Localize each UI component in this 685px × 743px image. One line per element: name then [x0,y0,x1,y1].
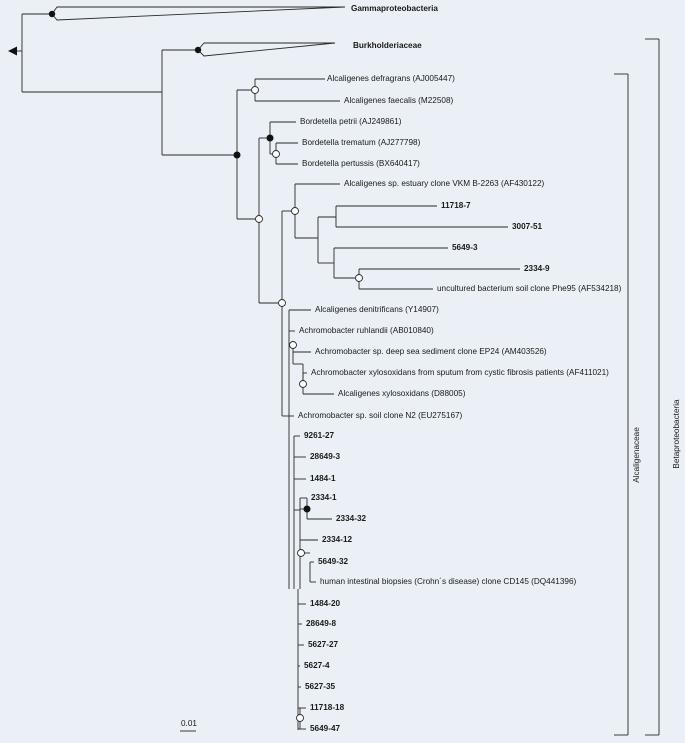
label-5649-3: 5649-3 [452,243,478,252]
label-bord-trematum: Bordetella trematum (AJ277798) [302,138,421,147]
label-alc-xylo: Alcaligenes xylosoxidans (D88005) [338,389,466,398]
node-open [291,207,299,215]
label-9261-27: 9261-27 [304,431,335,440]
label-alc-estuary: Alcaligenes sp. estuary clone VKM B-2263… [344,179,545,188]
burkholderiaceae-collapsed-clade [197,42,336,57]
node-filled [194,46,202,54]
label-5627-4: 5627-4 [304,661,330,670]
label-alc-faecalis: Alcaligenes faecalis (M22508) [344,96,454,105]
label-2334-12: 2334-12 [322,535,353,544]
node-open [299,380,307,388]
node-filled [303,505,311,513]
label-28649-3: 28649-3 [310,452,341,461]
label-3007-51: 3007-51 [512,222,543,231]
node-open [251,86,259,94]
alcaligenaceae-bracket [614,73,629,736]
label-alc-denitrificans: Alcaligenes denitrificans (Y14907) [315,305,439,314]
node-open [272,150,280,158]
label-ach-deepsea: Achromobacter sp. deep sea sediment clon… [315,347,547,356]
node-open [289,341,297,349]
label-5627-35: 5627-35 [305,682,336,691]
label-bord-pertussis: Bordetella pertussis (BX640417) [302,159,420,168]
label-5627-27: 5627-27 [308,640,339,649]
betaproteobacteria-bracket [645,38,660,736]
label-1484-1: 1484-1 [310,474,336,483]
label-ach-soil: Achromobacter sp. soil clone N2 (EU27516… [298,411,463,420]
label-bord-petrii: Bordetella petrii (AJ249861) [300,117,402,126]
label-human-intestinal: human intestinal biopsies (Crohn´s disea… [320,577,577,586]
label-uncultured: uncultured bacterium soil clone Phe95 (A… [437,284,622,293]
label-betaproteobacteria: Betaproteobacteria [672,399,681,469]
label-ach-ruhlandii: Achromobacter ruhlandii (AB010840) [299,326,434,335]
root-arrow-icon [8,46,17,56]
gammaproteobacteria-collapsed-clade [51,6,346,21]
node-open [278,299,286,307]
label-11718-7: 11718-7 [441,201,471,210]
label-alc-defragrans: Alcaligenes defragrans (AJ005447) [327,74,455,83]
node-open [255,215,263,223]
label-11718-18: 11718-18 [310,703,345,712]
label-2334-1: 2334-1 [311,493,337,502]
label-1484-20: 1484-20 [310,599,341,608]
node-open [355,274,363,282]
label-alcaligenaceae: Alcaligenaceae [632,427,641,483]
node-open [296,714,304,722]
label-gammaproteobacteria: Gammaproteobacteria [351,4,438,13]
label-28649-8: 28649-8 [306,619,337,628]
node-filled [233,151,241,159]
label-ach-xylo-sputum: Achromobacter xylosoxidans from sputum f… [311,368,609,377]
node-open [297,549,305,557]
node-filled [266,134,274,142]
node-filled [48,10,56,18]
label-2334-9: 2334-9 [524,264,550,273]
label-burkholderiaceae: Burkholderiaceae [353,41,422,50]
label-5649-47: 5649-47 [310,724,341,733]
label-2334-32: 2334-32 [336,514,367,523]
label-5649-32: 5649-32 [318,557,349,566]
scale-bar-label: 0.01 [181,719,197,728]
